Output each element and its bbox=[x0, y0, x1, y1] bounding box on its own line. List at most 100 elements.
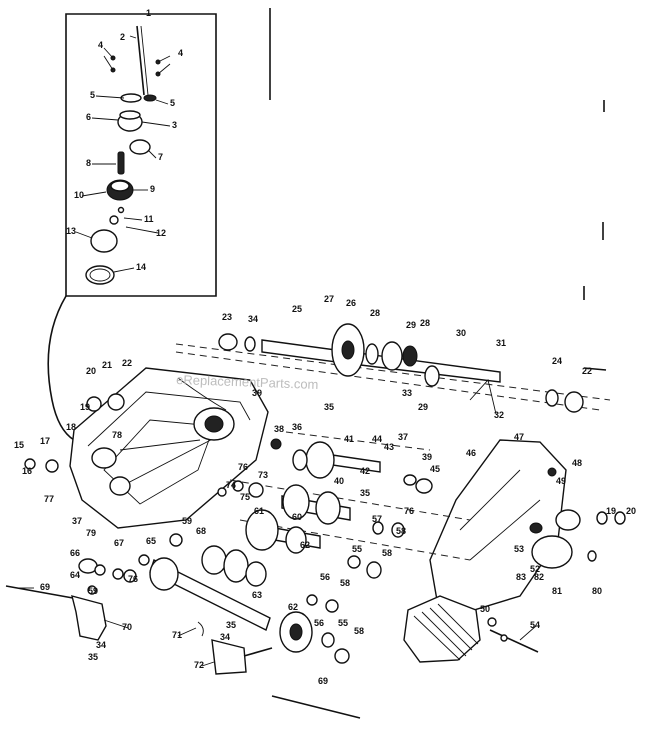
callout-28b: 28 bbox=[420, 318, 430, 328]
callout-66: 66 bbox=[70, 548, 80, 558]
callout-37b: 37 bbox=[398, 432, 408, 442]
shift-forks bbox=[5, 393, 626, 719]
callout-47: 47 bbox=[514, 432, 524, 442]
callout-81: 81 bbox=[552, 586, 562, 596]
callout-58d: 58 bbox=[354, 626, 364, 636]
callout-53: 53 bbox=[514, 544, 524, 554]
callout-61: 61 bbox=[254, 506, 264, 516]
callout-50: 50 bbox=[480, 604, 490, 614]
callout-19: 19 bbox=[80, 402, 90, 412]
callout-74: 74 bbox=[226, 480, 236, 490]
callout-3: 3 bbox=[172, 120, 177, 130]
callout-63: 63 bbox=[252, 590, 262, 600]
callout-10: 10 bbox=[74, 190, 84, 200]
callout-11: 11 bbox=[144, 214, 154, 224]
callout-16: 16 bbox=[22, 466, 32, 476]
callout-69a: 69 bbox=[40, 582, 50, 592]
callout-17: 17 bbox=[40, 436, 50, 446]
callout-72: 72 bbox=[194, 660, 204, 670]
left-housing bbox=[69, 367, 269, 529]
callout-33: 33 bbox=[402, 388, 412, 398]
callout-78: 78 bbox=[112, 430, 122, 440]
callout-59b: 59 bbox=[88, 586, 98, 596]
callout-44: 44 bbox=[372, 434, 382, 444]
callout-22: 22 bbox=[582, 366, 592, 376]
callout-27: 27 bbox=[324, 294, 334, 304]
callout-26: 26 bbox=[346, 298, 356, 308]
top-shaft bbox=[175, 323, 611, 415]
callout-62a: 62 bbox=[300, 540, 310, 550]
callout-76c: 76 bbox=[128, 574, 138, 584]
callout-70: 70 bbox=[122, 622, 132, 632]
callout-34b: 34 bbox=[96, 640, 106, 650]
callout-55b: 55 bbox=[338, 618, 348, 628]
callout-76a: 76 bbox=[238, 462, 248, 472]
callout-55: 55 bbox=[352, 544, 362, 554]
callout-4a: 4 bbox=[98, 40, 103, 50]
callout-58b: 58 bbox=[382, 548, 392, 558]
callout-60: 60 bbox=[292, 512, 302, 522]
callout-49: 49 bbox=[556, 476, 566, 486]
callout-73: 73 bbox=[258, 470, 268, 480]
callout-35a: 35 bbox=[324, 402, 334, 412]
callout-38: 38 bbox=[274, 424, 284, 434]
callout-48: 48 bbox=[572, 458, 582, 468]
callout-5b: 5 bbox=[170, 98, 175, 108]
callout-59a: 59 bbox=[182, 516, 192, 526]
callout-1: 1 bbox=[146, 8, 151, 18]
callout-36: 36 bbox=[292, 422, 302, 432]
stray-marks bbox=[583, 100, 605, 300]
callout-77: 77 bbox=[44, 494, 54, 504]
callout-40: 40 bbox=[334, 476, 344, 486]
callout-83: 83 bbox=[516, 572, 526, 582]
callout-31: 31 bbox=[496, 338, 506, 348]
lower-shaft-cluster bbox=[123, 533, 350, 664]
callout-labels: 1 2 4 4 5 5 6 3 7 8 9 10 11 12 13 14 23 … bbox=[14, 8, 636, 686]
callout-28a: 28 bbox=[370, 308, 380, 318]
callout-35c: 35 bbox=[88, 652, 98, 662]
shift-rod bbox=[136, 25, 149, 96]
callout-29b: 29 bbox=[418, 402, 428, 412]
callout-9: 9 bbox=[150, 184, 155, 194]
callout-39b: 39 bbox=[422, 452, 432, 462]
callout-62b: 62 bbox=[288, 602, 298, 612]
callout-23: 23 bbox=[222, 312, 232, 322]
callout-58c: 58 bbox=[340, 578, 350, 588]
callout-24: 24 bbox=[552, 356, 562, 366]
callout-34: 34 bbox=[248, 314, 258, 324]
callout-35d: 35 bbox=[226, 620, 236, 630]
callout-5a: 5 bbox=[90, 90, 95, 100]
callout-25: 25 bbox=[292, 304, 302, 314]
callout-12: 12 bbox=[156, 228, 166, 238]
callout-20b: 20 bbox=[626, 506, 636, 516]
callout-22b: 22 bbox=[122, 358, 132, 368]
callout-14: 14 bbox=[136, 262, 146, 272]
callout-30: 30 bbox=[456, 328, 466, 338]
callout-82: 82 bbox=[534, 572, 544, 582]
callout-75: 75 bbox=[240, 492, 250, 502]
callout-76b: 76 bbox=[404, 506, 414, 516]
callout-64: 64 bbox=[70, 570, 80, 580]
callout-20: 20 bbox=[86, 366, 96, 376]
callout-57: 57 bbox=[372, 514, 382, 524]
callout-79: 79 bbox=[86, 528, 96, 538]
callout-39: 39 bbox=[252, 388, 262, 398]
callout-71: 71 bbox=[172, 630, 182, 640]
callout-69b: 69 bbox=[318, 676, 328, 686]
callout-52: 52 bbox=[530, 564, 540, 574]
callout-45: 45 bbox=[430, 464, 440, 474]
callout-41: 41 bbox=[344, 434, 354, 444]
right-housing bbox=[403, 439, 581, 663]
middle-shafts bbox=[217, 431, 471, 579]
callout-15: 15 bbox=[14, 440, 24, 450]
callout-4b: 4 bbox=[178, 48, 183, 58]
callout-34c: 34 bbox=[220, 632, 230, 642]
shift-hardware bbox=[85, 47, 171, 285]
callout-35b: 35 bbox=[360, 488, 370, 498]
callout-29a: 29 bbox=[406, 320, 416, 330]
callout-6: 6 bbox=[86, 112, 91, 122]
callout-56b: 56 bbox=[314, 618, 324, 628]
callout-80: 80 bbox=[592, 586, 602, 596]
callout-65: 65 bbox=[146, 536, 156, 546]
